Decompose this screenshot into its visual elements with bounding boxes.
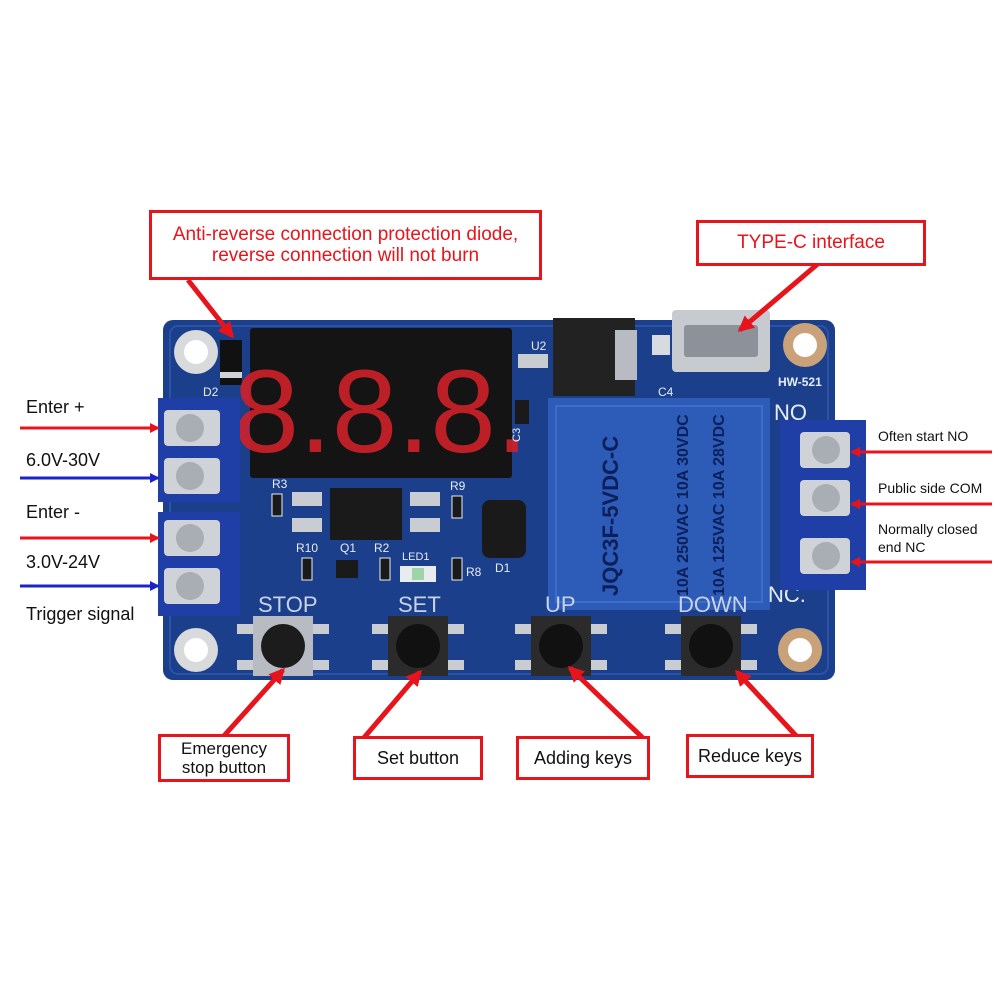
callout-typec-text: TYPE-C interface <box>737 232 885 254</box>
callout-stop-line2: stop button <box>181 758 267 777</box>
silk-r10: R10 <box>296 541 318 555</box>
callout-diode: Anti-reverse connection protection diode… <box>149 210 542 280</box>
relay-rating-1: 10A 250VAC 10A 30VDC <box>675 414 692 596</box>
arrow-reduce <box>734 669 802 742</box>
callout-stop: Emergency stop button <box>158 734 290 782</box>
mounting-hole-bottom-right <box>778 628 822 672</box>
silk-c3: C3 <box>511 428 523 442</box>
label-often-start-no: Often start NO <box>878 428 969 444</box>
optocoupler <box>330 488 402 540</box>
stop-push-button[interactable] <box>237 616 329 680</box>
silk-down: DOWN <box>678 592 748 617</box>
board-model: HW-521 <box>778 375 822 389</box>
label-end-nc: end NC <box>878 539 926 555</box>
silk-stop: STOP <box>258 592 318 617</box>
relay-markings: JQC3F-5VDC-C 10A 250VAC 10A 30VDC 10A 12… <box>598 414 728 596</box>
arrow-stop <box>220 667 286 740</box>
up-push-button[interactable] <box>515 616 607 676</box>
silk-c4: C4 <box>658 385 674 399</box>
label-public-side-com: Public side COM <box>878 480 983 496</box>
silk-r2: R2 <box>374 541 390 555</box>
label-3v-24v: 3.0V-24V <box>26 552 101 572</box>
silk-d1: D1 <box>495 561 511 575</box>
left-terminal-block-top <box>158 398 240 502</box>
label-6v-30v: 6.0V-30V <box>26 450 101 470</box>
label-trigger-signal: Trigger signal <box>26 604 135 624</box>
silk-set: SET <box>398 592 441 617</box>
callout-set-text: Set button <box>376 747 460 768</box>
diode-d1 <box>482 500 526 558</box>
mounting-hole-top-left <box>174 330 218 374</box>
silk-r3: R3 <box>272 477 288 491</box>
silk-r9: R9 <box>450 479 466 493</box>
callout-diode-line2: reverse connection will not burn <box>211 245 480 266</box>
callout-stop-line1: Emergency <box>181 738 267 758</box>
label-enter-minus: Enter - <box>26 502 81 522</box>
callout-reduce-text: Reduce keys <box>697 745 803 766</box>
arrow-add <box>567 665 647 742</box>
arrow-diode <box>186 278 234 339</box>
mounting-hole-top-right <box>783 323 827 367</box>
label-enter-plus: Enter + <box>26 397 85 417</box>
set-push-button[interactable] <box>372 616 464 676</box>
silk-r8: R8 <box>466 565 482 579</box>
arrow-typec <box>737 260 822 332</box>
relay-rating-2: 10A 125VAC 10A 28VDC <box>711 414 728 596</box>
down-push-button[interactable] <box>665 616 757 676</box>
arrow-set <box>360 669 422 742</box>
callout-set: Set button <box>353 736 483 780</box>
silk-u2: U2 <box>531 339 547 353</box>
silk-d2: D2 <box>203 385 219 399</box>
relay-model: JQC3F-5VDC-C <box>598 436 623 596</box>
left-terminal-block-bottom <box>158 512 240 616</box>
silk-q1: Q1 <box>340 541 356 555</box>
mounting-hole-bottom-left <box>174 628 218 672</box>
callout-add: Adding keys <box>516 736 650 780</box>
seven-segment-display <box>250 328 512 478</box>
silk-led1: LED1 <box>402 551 430 563</box>
display-digits: 8.8.8. <box>233 346 528 478</box>
capacitor-c3 <box>515 400 529 424</box>
callout-typec: TYPE-C interface <box>696 220 926 266</box>
callout-diode-line1: Anti-reverse connection protection diode… <box>172 223 519 245</box>
silk-up: UP <box>545 592 576 617</box>
callout-reduce: Reduce keys <box>686 734 814 778</box>
relay <box>548 398 770 610</box>
callout-add-text: Adding keys <box>533 747 633 768</box>
label-normally-closed: Normally closed <box>878 521 978 537</box>
